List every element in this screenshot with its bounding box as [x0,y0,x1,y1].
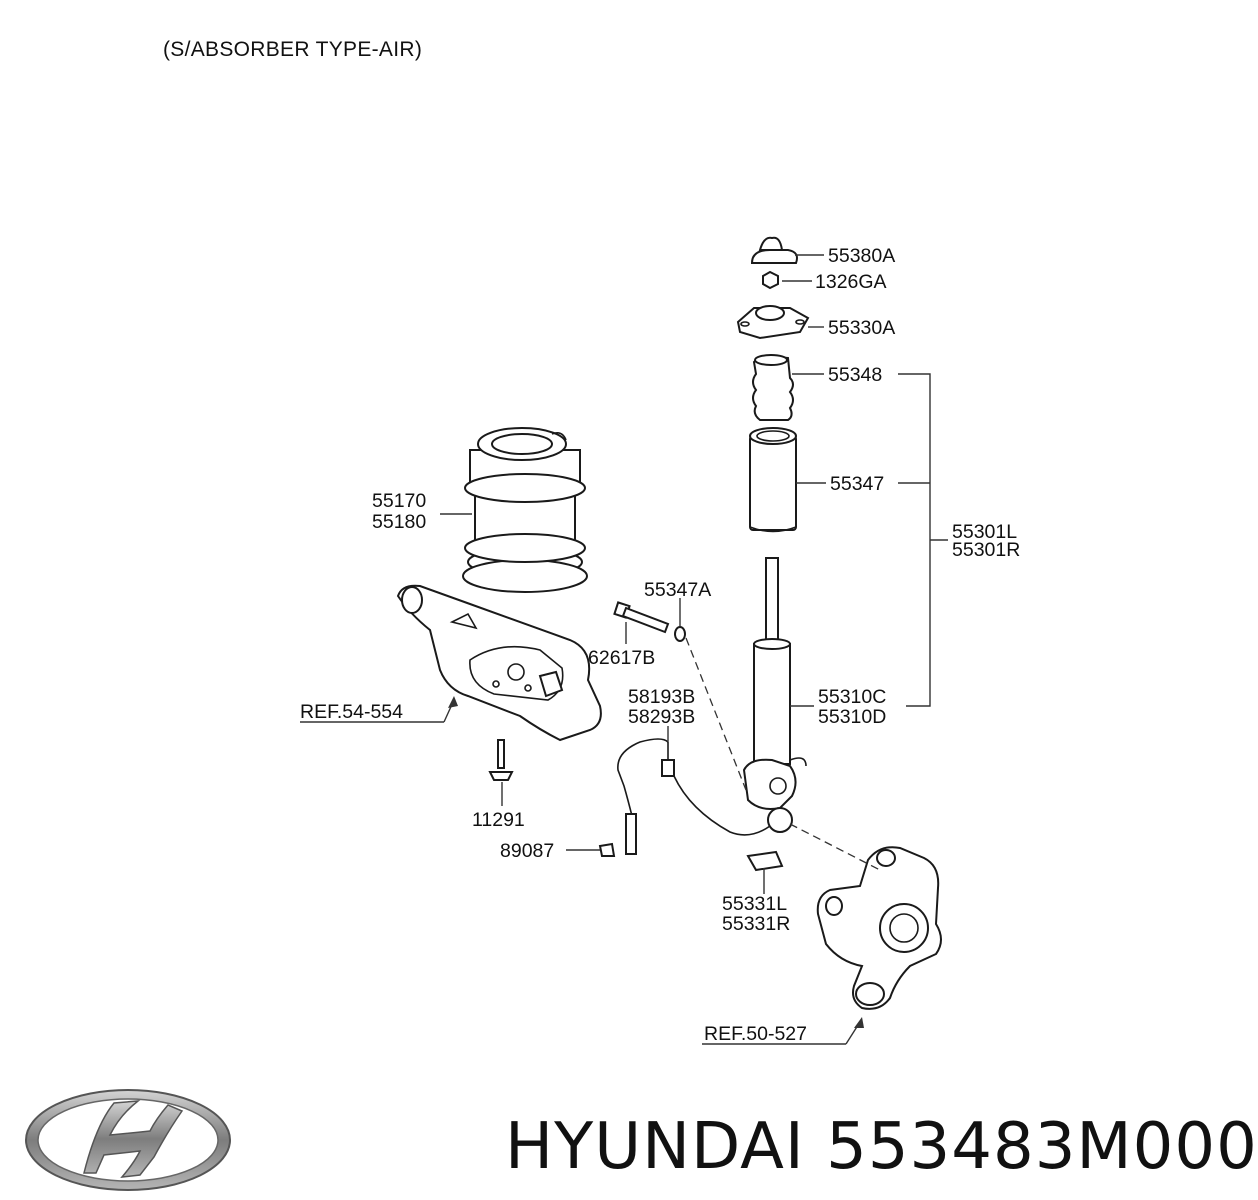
label-58293B: 58293B [628,706,695,728]
part-height-sensor [617,738,771,855]
part-bolt [613,601,670,634]
part-bump-stop [752,354,794,421]
part-nut [762,270,779,290]
leader-lines [300,254,948,1045]
part-washer-nut [674,626,686,642]
label-55310D: 55310D [818,706,886,728]
label-55347A: 55347A [644,579,711,601]
diagram-caption: (S/ABSORBER TYPE-AIR) [163,38,423,61]
label-55310C: 55310C [818,686,886,708]
label-55330A: 55330A [828,317,895,339]
label-89087: 89087 [500,840,554,862]
part-dust-boot [749,427,797,533]
label-62617B: 62617B [588,647,655,669]
label-55301R: 55301R [952,539,1020,561]
label-55170: 55170 [372,490,426,512]
label-55180: 55180 [372,511,426,533]
part-lower-arm [396,584,602,742]
label-55301L: 55301L [952,521,1017,543]
label-55348: 55348 [828,364,882,386]
part-air-spring [462,427,588,593]
exploded-parts-diagram: 55380A 1326GA 55330A 55348 55347 55301L … [300,236,1020,1045]
label-55380A: 55380A [828,245,895,267]
label-ref-54-554: REF.54-554 [300,701,403,723]
part-bracket [746,850,784,872]
label-11291: 11291 [472,809,525,831]
brand-part-number: HYUNDAI 553483M000 [505,1110,1258,1184]
label-1326GA: 1326GA [815,271,887,293]
label-58193B: 58193B [628,686,695,708]
hyundai-logo [25,1089,231,1191]
part-shock-absorber [742,557,807,833]
part-clip-89087 [598,842,616,857]
label-55347: 55347 [830,473,884,495]
label-ref-50-527: REF.50-527 [704,1023,807,1045]
label-55331L: 55331L [722,893,787,915]
label-55331R: 55331R [722,913,790,935]
part-knuckle [816,846,942,1010]
part-dust-cap [750,236,798,264]
part-bolt-11291 [488,739,514,781]
part-top-mount [736,305,810,340]
